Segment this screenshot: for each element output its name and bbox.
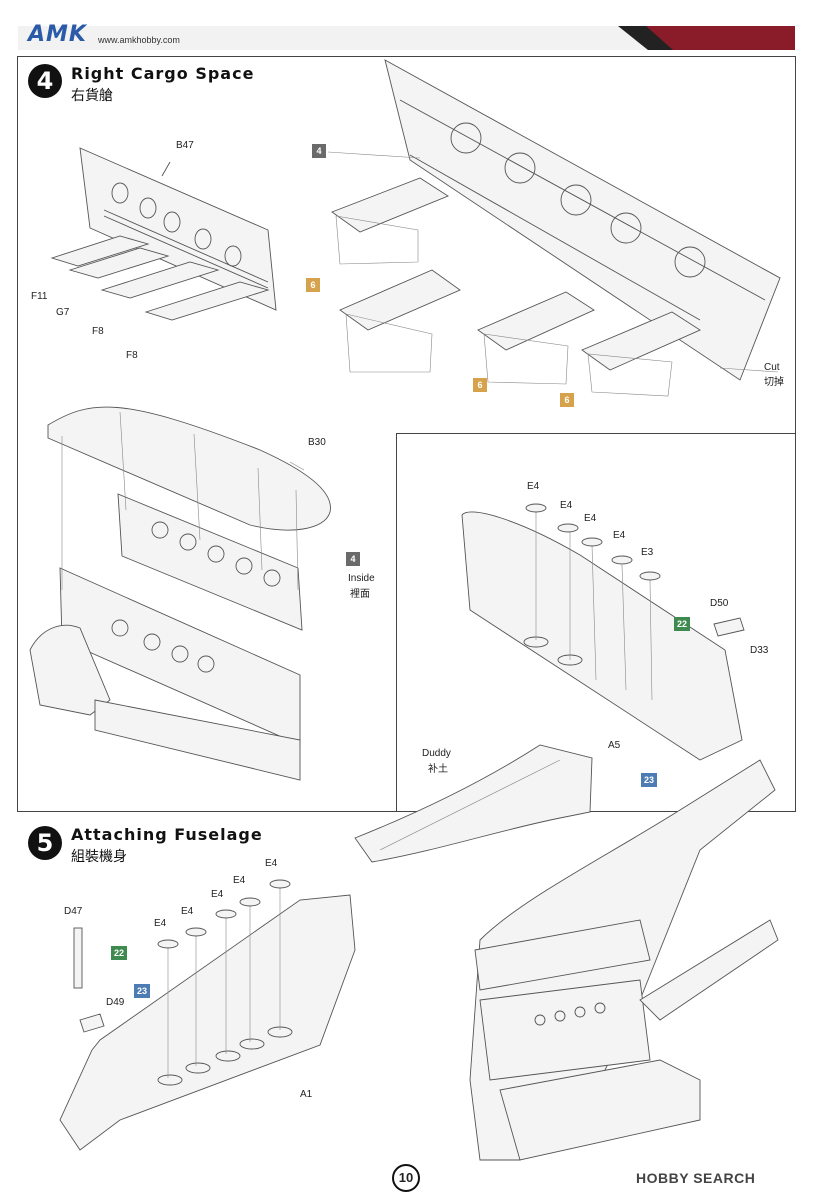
label-e4-1: E4 bbox=[527, 481, 540, 492]
label-f8-b: F8 bbox=[126, 350, 138, 361]
step4-badge: 4 bbox=[28, 64, 62, 98]
label-g7: G7 bbox=[56, 307, 70, 318]
label-inside-zh: 裡面 bbox=[350, 589, 370, 600]
ref-tag-6-mid: 6 bbox=[473, 378, 487, 392]
ref-tag-6-left: 6 bbox=[306, 278, 320, 292]
label-e4-2: E4 bbox=[560, 500, 573, 511]
label-a1: A1 bbox=[300, 1089, 313, 1100]
ref-tag-22-step4: 22 bbox=[674, 617, 690, 631]
step5-subtitle: 組裝機身 bbox=[71, 848, 127, 864]
full-fuselage-drawing bbox=[469, 759, 779, 1161]
header-bar bbox=[18, 26, 795, 50]
step4-inset-frame bbox=[396, 433, 796, 812]
label-duddy-zh: 补土 bbox=[428, 764, 448, 775]
label-e3: E3 bbox=[641, 547, 654, 558]
step4-title: Right Cargo Space bbox=[71, 64, 255, 83]
label-f8-a: F8 bbox=[92, 326, 104, 337]
ref-tag-6-right: 6 bbox=[560, 393, 574, 407]
watermark: HOBBY SEARCH bbox=[636, 1170, 756, 1186]
label-cut: Cut bbox=[764, 362, 780, 373]
label-e4-5-1: E4 bbox=[154, 918, 167, 929]
ref-tag-23-step4: 23 bbox=[641, 773, 657, 787]
label-inside: Inside bbox=[348, 573, 375, 584]
step5-title: Attaching Fuselage bbox=[71, 825, 263, 844]
label-e4-4: E4 bbox=[613, 530, 626, 541]
label-b30: B30 bbox=[308, 437, 326, 448]
label-d47: D47 bbox=[64, 906, 83, 917]
page-number: 10 bbox=[392, 1164, 420, 1192]
label-e4-5-4: E4 bbox=[233, 875, 246, 886]
label-d33: D33 bbox=[750, 645, 769, 656]
label-cut-zh: 切掉 bbox=[764, 377, 784, 388]
step5-badge: 5 bbox=[28, 826, 62, 860]
label-duddy: Duddy bbox=[422, 748, 451, 759]
label-e4-5-5: E4 bbox=[265, 858, 278, 869]
ref-tag-22-step5: 22 bbox=[111, 946, 127, 960]
step4-subtitle: 右貨艙 bbox=[71, 87, 113, 103]
label-e4-5-3: E4 bbox=[211, 889, 224, 900]
ref-tag-4-inside: 4 bbox=[346, 552, 360, 566]
label-a5: A5 bbox=[608, 740, 621, 751]
website-url: www.amkhobby.com bbox=[98, 35, 180, 45]
ref-tag-23-step5: 23 bbox=[134, 984, 150, 998]
label-d50: D50 bbox=[710, 598, 729, 609]
brand-logo: AMK bbox=[28, 22, 87, 47]
label-f11: F11 bbox=[31, 291, 48, 302]
a1-assembly-drawing bbox=[59, 879, 356, 1151]
label-d49: D49 bbox=[106, 997, 125, 1008]
label-e4-3: E4 bbox=[584, 513, 597, 524]
ref-tag-4-top: 4 bbox=[312, 144, 326, 158]
label-e4-5-2: E4 bbox=[181, 906, 194, 917]
label-b47: B47 bbox=[176, 140, 194, 151]
